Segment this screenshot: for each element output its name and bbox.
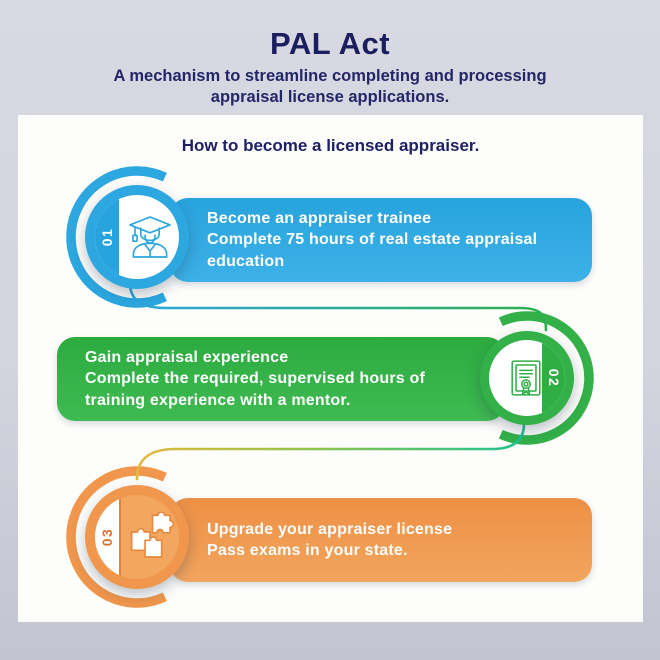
puzzle-icon [130,512,175,558]
step1-circle: 01 [85,185,189,289]
connector-line-2 [135,422,526,481]
step3-bar: Upgrade your appraiser license Pass exam… [170,498,592,582]
step2-text-line: training experience with a mentor. [85,391,351,409]
step3-circle-disc: 03 [95,495,179,579]
step3-circle: 03 [85,485,189,589]
step2-circle: 02 [480,331,574,425]
step1-text-line: Become an appraiser trainee [207,210,432,228]
step2-arc [498,311,594,445]
step2-text-line: Complete the required, supervised hours … [85,370,426,388]
step2-number-lens: 02 [540,340,565,416]
step3-number-lens: 03 [95,495,121,579]
connector-line-1 [128,281,548,332]
step3-number: 03 [99,527,115,547]
step1-circle-disc: 01 [95,195,179,279]
page-subtitle-line-1: A mechanism to streamline completing and… [113,67,547,85]
graduate-icon [129,216,171,258]
page-subtitle: A mechanism to streamline completing and… [0,66,660,108]
step3-text-line: Pass exams in your state. [207,542,408,559]
page-subtitle-line-2: appraisal license applications. [210,88,450,107]
step1-number-lens: 01 [95,195,121,279]
step1-arc [66,166,167,308]
step1-number: 01 [99,227,115,247]
step3-arc [66,466,167,608]
step2-circle-disc: 02 [489,340,565,416]
step1-bar: Become an appraiser trainee Complete 75 … [170,198,592,282]
step2-text-line: Gain appraisal experience [85,349,289,367]
card-heading: How to become a licensed appraiser. [181,136,480,155]
step3-text-line: Upgrade your appraiser license [207,520,453,538]
step1-text-line: Complete 75 hours of real estate apprais… [207,231,538,249]
certificate-icon [511,360,541,396]
step1-text-line: education [207,252,285,270]
step2-bar: Gain appraisal experience Complete the r… [57,337,505,421]
page-title: PAL Act [269,26,391,61]
